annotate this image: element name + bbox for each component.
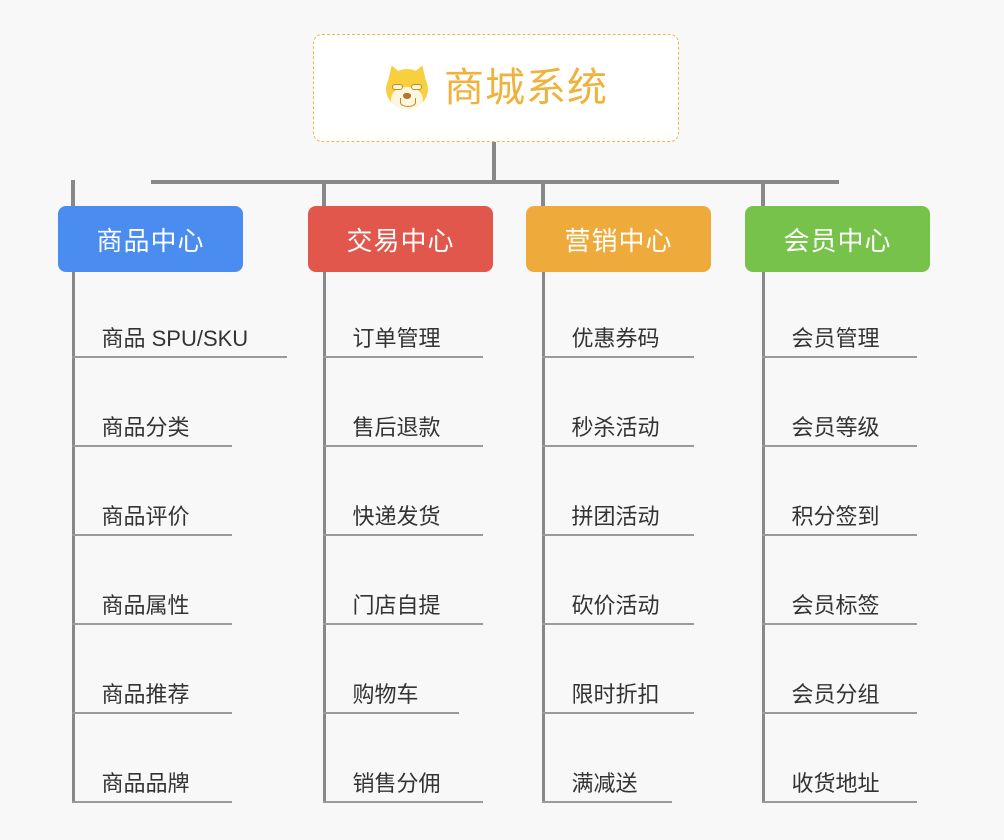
leaf-item-label: 秒杀活动: [571, 415, 660, 440]
leaf-item-label: 积分签到: [791, 504, 880, 529]
leaf-item-label: 会员管理: [791, 326, 880, 351]
category-box-trade-center[interactable]: 交易中心: [308, 206, 493, 272]
connector-drop-product-center: [71, 180, 75, 206]
leaf-item-label: 会员等级: [791, 415, 880, 440]
category-box-product-center[interactable]: 商品中心: [58, 206, 243, 272]
leaf-item[interactable]: 砍价活动: [541, 585, 694, 625]
leaf-item[interactable]: 门店自提: [322, 585, 483, 625]
connector-root-stem: [492, 142, 496, 184]
connector-drop-member-center: [761, 180, 765, 206]
leaf-item[interactable]: 商品推荐: [71, 674, 232, 714]
shiba-head-icon: [386, 69, 428, 109]
category-box-member-center[interactable]: 会员中心: [745, 206, 930, 272]
shiba-mouth-icon: [400, 98, 416, 107]
branch-spine-product-center: [71, 272, 75, 803]
leaf-item-label: 快递发货: [352, 504, 441, 529]
leaf-item-label: 商品评价: [101, 504, 190, 529]
leaf-item[interactable]: 商品品牌: [71, 763, 232, 803]
connector-horizontal-bus: [151, 180, 839, 184]
leaf-item[interactable]: 收货地址: [761, 763, 917, 803]
root-node-title: 商城系统: [444, 66, 608, 110]
leaf-item[interactable]: 拼团活动: [541, 496, 694, 536]
category-label: 商品中心: [96, 225, 205, 256]
leaf-item[interactable]: 商品评价: [71, 496, 232, 536]
branch-spine-member-center: [761, 272, 765, 803]
leaf-item-label: 拼团活动: [571, 504, 660, 529]
leaf-item[interactable]: 满减送: [541, 763, 672, 803]
branch-spine-trade-center: [322, 272, 326, 803]
leaf-item[interactable]: 商品属性: [71, 585, 232, 625]
leaf-item-label: 购物车: [352, 682, 419, 707]
leaf-item[interactable]: 商品分类: [71, 407, 232, 447]
leaf-item-label: 满减送: [571, 771, 638, 796]
leaf-item[interactable]: 快递发货: [322, 496, 483, 536]
leaf-item[interactable]: 优惠券码: [541, 318, 694, 358]
leaf-item-label: 商品 SPU/SKU: [101, 326, 249, 351]
leaf-item[interactable]: 商品 SPU/SKU: [71, 318, 287, 358]
leaf-item[interactable]: 会员标签: [761, 585, 917, 625]
leaf-item[interactable]: 会员等级: [761, 407, 917, 447]
leaf-item-label: 售后退款: [352, 415, 441, 440]
category-label: 交易中心: [346, 225, 455, 256]
shiba-eye-left-icon: [392, 84, 403, 90]
leaf-item-label: 会员分组: [791, 682, 880, 707]
category-label: 会员中心: [783, 225, 892, 256]
leaf-item-label: 优惠券码: [571, 326, 660, 351]
leaf-item[interactable]: 订单管理: [322, 318, 483, 358]
leaf-item-label: 门店自提: [352, 593, 441, 618]
leaf-item-label: 商品品牌: [101, 771, 190, 796]
leaf-item-label: 订单管理: [352, 326, 441, 351]
leaf-item[interactable]: 积分签到: [761, 496, 917, 536]
leaf-item-label: 砍价活动: [571, 593, 660, 618]
leaf-item[interactable]: 限时折扣: [541, 674, 694, 714]
shiba-dog-face-icon: [383, 62, 431, 111]
leaf-item[interactable]: 购物车: [322, 674, 459, 714]
leaf-item-label: 销售分佣: [352, 771, 441, 796]
leaf-item[interactable]: 会员分组: [761, 674, 917, 714]
leaf-item[interactable]: 售后退款: [322, 407, 483, 447]
leaf-item-label: 会员标签: [791, 593, 880, 618]
leaf-item[interactable]: 会员管理: [761, 318, 917, 358]
leaf-item-label: 商品属性: [101, 593, 190, 618]
leaf-item-label: 限时折扣: [571, 682, 660, 707]
leaf-item[interactable]: 秒杀活动: [541, 407, 694, 447]
connector-drop-marketing-center: [541, 180, 545, 206]
connector-drop-trade-center: [322, 180, 326, 206]
leaf-item-label: 商品推荐: [101, 682, 190, 707]
leaf-item[interactable]: 销售分佣: [322, 763, 483, 803]
shiba-nose-icon: [403, 93, 411, 99]
leaf-item-label: 收货地址: [791, 771, 880, 796]
branch-spine-marketing-center: [541, 272, 545, 803]
category-box-marketing-center[interactable]: 营销中心: [526, 206, 711, 272]
leaf-item-label: 商品分类: [101, 415, 190, 440]
category-label: 营销中心: [564, 225, 673, 256]
shiba-eye-right-icon: [411, 84, 422, 90]
root-node-shopping-mall-system[interactable]: 商城系统: [313, 34, 679, 142]
